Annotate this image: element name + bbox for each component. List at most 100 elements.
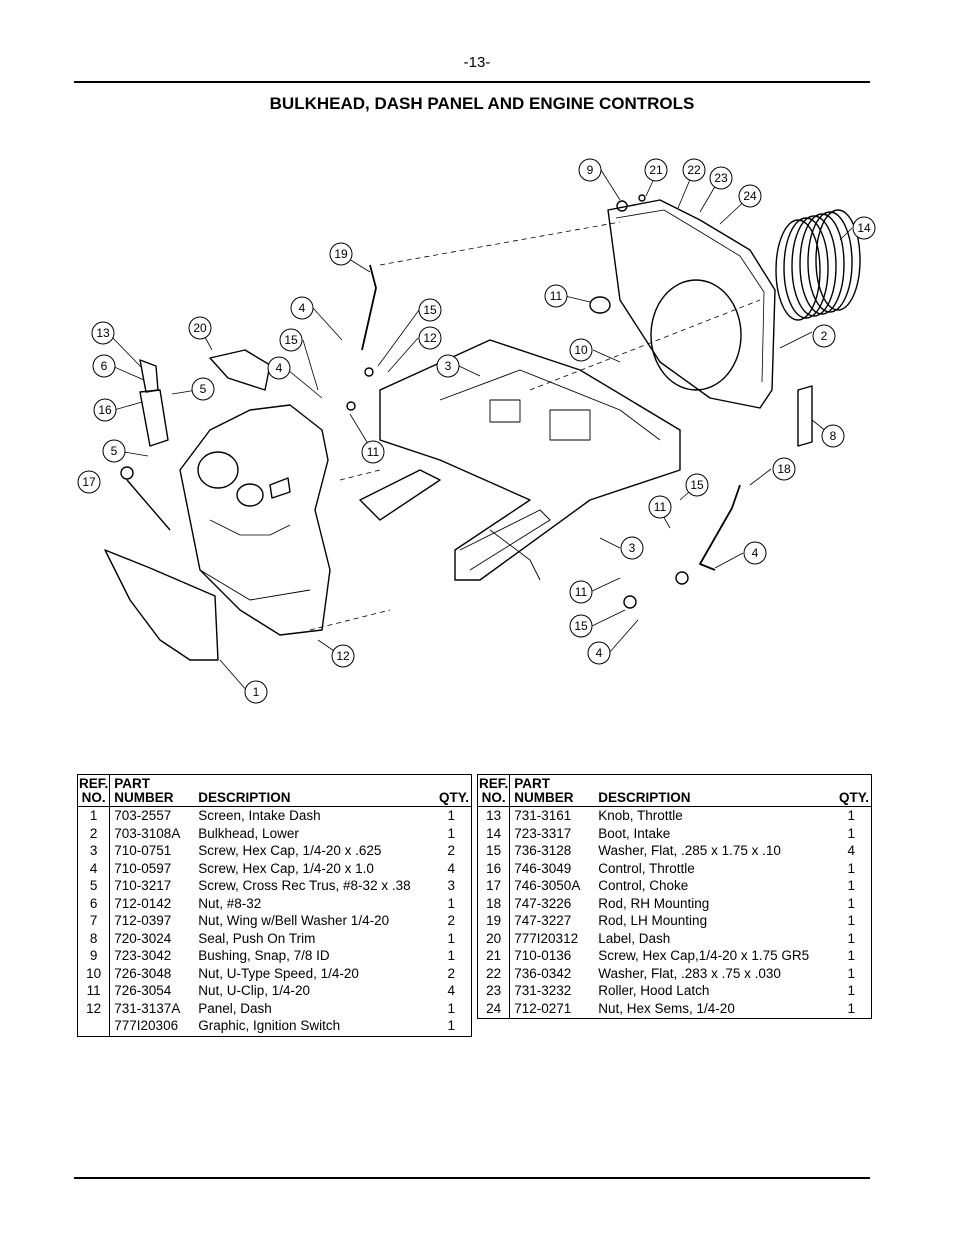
- qty-cell: 1: [447, 1000, 455, 1016]
- description-cell: Graphic, Ignition Switch: [198, 1018, 341, 1033]
- callout-11: 11: [367, 445, 380, 459]
- description-cell: Boot, Intake: [598, 825, 671, 841]
- bushing-drawing: [589, 296, 611, 314]
- part-number-cell: 777I20312: [514, 930, 579, 946]
- callout-5: 5: [111, 444, 118, 458]
- qty-cell: 1: [847, 913, 855, 928]
- ref-cell: 23: [477, 982, 511, 1000]
- description-cell: Washer, Flat, .285 x 1.75 x .10: [598, 843, 781, 858]
- qty-cell: 1: [847, 983, 855, 998]
- part-number-cell: 747-3226: [514, 895, 572, 911]
- callout-13: 13: [96, 326, 110, 340]
- callout-12: 12: [336, 649, 350, 663]
- part-number-cell: 710-0751: [114, 843, 172, 858]
- callout-10: 10: [574, 343, 588, 357]
- callout-14: 14: [857, 221, 871, 235]
- part-number-cell: 710-3217: [114, 878, 172, 893]
- ref-cell: 4: [77, 859, 111, 877]
- part-number-cell: 726-3054: [114, 983, 172, 998]
- intake-screen-drawing: [104, 549, 219, 661]
- part-number-cell: 703-3108A: [114, 825, 181, 841]
- qty-cell: 1: [847, 808, 855, 823]
- part-number-cell: 731-3232: [514, 983, 572, 998]
- callout-17: 17: [82, 475, 96, 489]
- callout-7: 9: [587, 163, 594, 177]
- description-cell: Screw, Hex Cap, 1/4-20 x 1.0: [198, 860, 374, 876]
- part-number-cell: 712-0271: [514, 1000, 572, 1016]
- qty-cell: 1: [447, 930, 455, 946]
- part-number-cell: 703-2557: [114, 808, 172, 823]
- part-number-cell: 726-3048: [114, 965, 172, 981]
- callout-4: 4: [276, 361, 283, 375]
- callout-24: 24: [743, 189, 757, 203]
- part-number-cell: 720-3024: [114, 930, 172, 946]
- description-cell: Nut, #8-32: [198, 895, 262, 911]
- qty-cell: 1: [847, 948, 855, 963]
- qty-cell: 1: [847, 878, 855, 893]
- ref-cell: 6: [77, 894, 111, 912]
- ref-cell: 2: [77, 824, 111, 842]
- callout-3: 3: [445, 359, 452, 373]
- description-cell: Panel, Dash: [198, 1000, 272, 1016]
- callout-9: 11: [550, 289, 563, 303]
- ref-cell: 10: [77, 964, 111, 982]
- qty-cell: 1: [847, 895, 855, 911]
- top-rule: [74, 81, 870, 83]
- callout-11: 11: [654, 500, 667, 514]
- part-number-cell: 746-3049: [514, 860, 572, 876]
- description-cell: Label, Dash: [598, 930, 671, 946]
- description-cell: Control, Throttle: [598, 860, 695, 876]
- ref-header: REF.NO.: [477, 774, 511, 807]
- description-cell: Rod, RH Mounting: [598, 895, 710, 911]
- callout-5: 5: [200, 382, 207, 396]
- ref-cell: [77, 1017, 111, 1036]
- description-cell: Control, Choke: [598, 878, 689, 893]
- ref-cell: 18: [477, 894, 511, 912]
- description-cell: Washer, Flat, .283 x .75 x .030: [598, 965, 781, 981]
- callout-4: 4: [596, 646, 603, 660]
- ref-cell: 1: [77, 806, 111, 825]
- part-number-cell: 777I20306: [114, 1018, 179, 1033]
- callout-15: 15: [423, 303, 437, 317]
- ref-cell: 22: [477, 964, 511, 982]
- bulkhead-opening: [650, 279, 742, 391]
- ref-header: REF.NO.: [77, 774, 111, 807]
- qty-cell: 1: [847, 965, 855, 981]
- qty-cell: 4: [447, 860, 455, 876]
- description-cell: Seal, Push On Trim: [198, 930, 316, 946]
- dash-panel-drawing: [179, 404, 331, 636]
- ref-cell: 11: [77, 982, 111, 1000]
- description-cell: Screen, Intake Dash: [198, 808, 321, 823]
- description-cell: Screw, Hex Cap,1/4-20 x 1.75 GR5: [598, 948, 810, 963]
- qty-header: QTY.: [834, 774, 872, 807]
- description-cell: Screw, Cross Rec Trus, #8-32 x .38: [198, 878, 411, 893]
- bulkhead-drawing: [607, 199, 776, 409]
- callout-22: 22: [687, 163, 701, 177]
- frame-drawing: [379, 339, 681, 581]
- description-header: DESCRIPTION: [594, 774, 835, 807]
- page-title: BULKHEAD, DASH PANEL AND ENGINE CONTROLS: [269, 94, 695, 113]
- callout-20: 20: [193, 321, 207, 335]
- qty-cell: 1: [447, 948, 455, 963]
- bottom-rule: [74, 1177, 870, 1179]
- callout-15: 15: [690, 478, 704, 492]
- intake-boot-drawing: [775, 209, 861, 321]
- callout-15: 15: [284, 333, 298, 347]
- description-cell: Knob, Throttle: [598, 808, 683, 823]
- part-number-cell: 747-3227: [514, 913, 572, 928]
- part-number-cell: 710-0597: [114, 860, 172, 876]
